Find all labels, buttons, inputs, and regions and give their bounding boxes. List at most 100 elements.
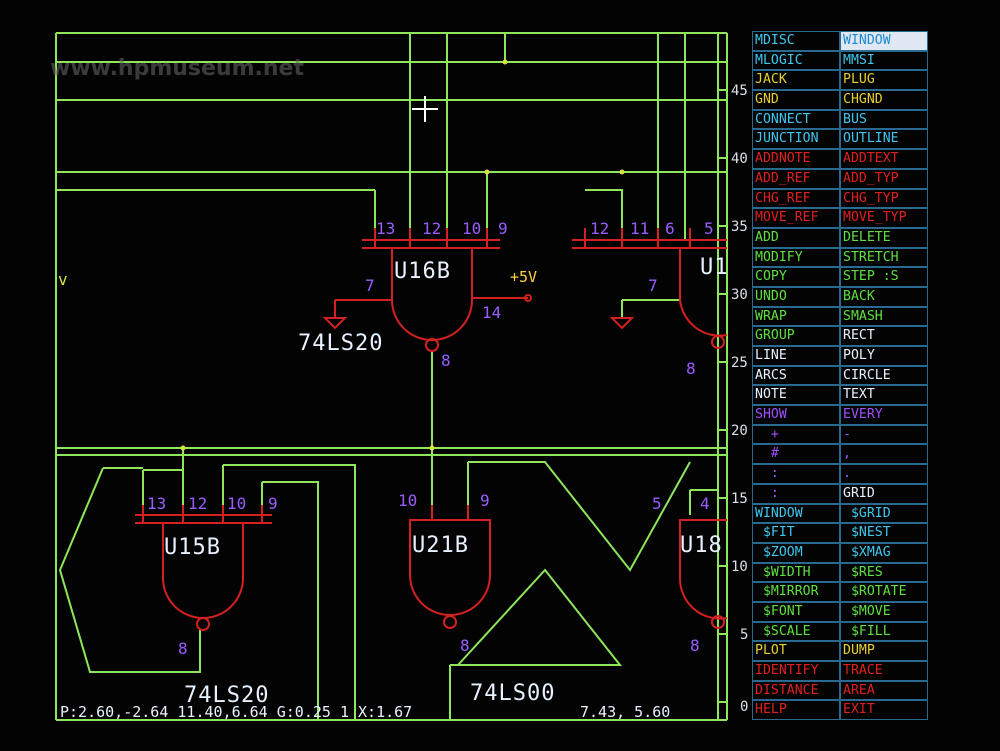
menu-item-junction[interactable]: JUNCTION — [752, 129, 840, 150]
menu-item-move[interactable]: $MOVE — [840, 601, 928, 622]
menu-item-grid[interactable]: GRID — [840, 483, 928, 504]
inversion-bubble — [196, 617, 210, 631]
menu-item-add-ref[interactable]: ADD_REF — [752, 168, 840, 189]
pin-number: 8 — [460, 636, 470, 655]
menu-item-symbol[interactable]: # — [752, 444, 840, 465]
ruler-label: 0 — [740, 699, 749, 715]
menu-item-identify[interactable]: IDENTIFY — [752, 661, 840, 681]
menu-item-grid[interactable]: $GRID — [840, 503, 928, 524]
part-label: 74LS00 — [470, 681, 556, 706]
menu-item-mirror[interactable]: $MIRROR — [752, 582, 840, 602]
ruler-ticks — [718, 89, 727, 703]
menu-item-back[interactable]: BACK — [840, 286, 928, 307]
menu-item-symbol[interactable]: . — [840, 464, 928, 484]
menu-item-symbol[interactable]: + — [752, 424, 840, 445]
menu-item-addtext[interactable]: ADDTEXT — [840, 149, 928, 169]
gate-pin — [431, 505, 469, 520]
menu-item-poly[interactable]: POLY — [840, 346, 928, 366]
menu-item-fit[interactable]: $FIT — [752, 523, 840, 543]
menu-item-distance[interactable]: DISTANCE — [752, 680, 840, 701]
menu-row: WINDOW $GRID — [752, 503, 928, 524]
menu-item-symbol[interactable]: : — [752, 464, 840, 484]
pin-number: 10 — [227, 494, 247, 513]
menu-item-outline[interactable]: OUTLINE — [840, 129, 928, 150]
menu-item-undo[interactable]: UNDO — [752, 286, 840, 307]
menu-item-arcs[interactable]: ARCS — [752, 365, 840, 386]
menu-item-circle[interactable]: CIRCLE — [840, 365, 928, 386]
menu-item-gnd[interactable]: GND — [752, 90, 840, 110]
menu-item-copy[interactable]: COPY — [752, 267, 840, 287]
menu-item-smash[interactable]: SMASH — [840, 306, 928, 327]
pin-number: 9 — [498, 219, 508, 238]
menu-item-symbol[interactable]: - — [840, 424, 928, 445]
menu-row: :GRID — [752, 483, 928, 504]
pin-number: 5 — [652, 494, 662, 513]
menu-item-rotate[interactable]: $ROTATE — [840, 582, 928, 602]
pin-number: 9 — [268, 494, 278, 513]
menu-item-addnote[interactable]: ADDNOTE — [752, 149, 840, 169]
menu-item-move-ref[interactable]: MOVE_REF — [752, 208, 840, 228]
menu-item-window[interactable]: WINDOW — [840, 31, 928, 51]
menu-item-res[interactable]: $RES — [840, 562, 928, 583]
menu-item-step-s[interactable]: STEP :S — [840, 267, 928, 287]
menu-item-plug[interactable]: PLUG — [840, 70, 928, 91]
gate-label: U18 — [680, 533, 723, 558]
menu-item-mlogic[interactable]: MLOGIC — [752, 50, 840, 71]
menu-item-width[interactable]: $WIDTH — [752, 562, 840, 583]
menu-item-every[interactable]: EVERY — [840, 405, 928, 425]
menu-item-nest[interactable]: $NEST — [840, 523, 928, 543]
pin-number: 12 — [422, 219, 442, 238]
menu-item-help[interactable]: HELP — [752, 700, 840, 721]
menu-item-stretch[interactable]: STRETCH — [840, 247, 928, 268]
menu-item-fill[interactable]: $FILL — [840, 621, 928, 642]
menu-item-plot[interactable]: PLOT — [752, 641, 840, 661]
gate-layer — [135, 228, 728, 631]
menu-item-scale[interactable]: $SCALE — [752, 621, 840, 642]
menu-item-add[interactable]: ADD — [752, 227, 840, 248]
menu-item-connect[interactable]: CONNECT — [752, 109, 840, 130]
menu-item-window[interactable]: WINDOW — [752, 503, 840, 524]
pin-number: 6 — [665, 219, 675, 238]
menu-item-wrap[interactable]: WRAP — [752, 306, 840, 327]
gate-pin — [584, 228, 691, 248]
pin-number: 8 — [441, 351, 451, 370]
menu-item-chg-ref[interactable]: CHG_REF — [752, 188, 840, 209]
menu-item-mmsi[interactable]: MMSI — [840, 50, 928, 71]
menu-item-note[interactable]: NOTE — [752, 385, 840, 406]
ruler-label: 15 — [731, 491, 748, 507]
menu-item-chgnd[interactable]: CHGND — [840, 90, 928, 110]
menu-item-zoom[interactable]: $ZOOM — [752, 542, 840, 563]
menu-item-modify[interactable]: MODIFY — [752, 247, 840, 268]
menu-item-chg-typ[interactable]: CHG_TYP — [840, 188, 928, 209]
menu-item-text[interactable]: TEXT — [840, 385, 928, 406]
menu-item-symbol[interactable]: : — [752, 483, 840, 504]
menu-item-rect[interactable]: RECT — [840, 326, 928, 346]
menu-item-xmag[interactable]: $XMAG — [840, 542, 928, 563]
menu-item-area[interactable]: AREA — [840, 680, 928, 701]
junction-dot — [429, 445, 435, 451]
menu-item-exit[interactable]: EXIT — [840, 700, 928, 721]
menu-item-bus[interactable]: BUS — [840, 109, 928, 130]
ruler-label: 30 — [731, 287, 748, 303]
menu-item-group[interactable]: GROUP — [752, 326, 840, 346]
menu-item-line[interactable]: LINE — [752, 346, 840, 366]
menu-item-dump[interactable]: DUMP — [840, 641, 928, 661]
menu-item-delete[interactable]: DELETE — [840, 227, 928, 248]
ruler-label: 10 — [731, 559, 748, 575]
pin-number: 7 — [648, 276, 658, 295]
menu-item-move-typ[interactable]: MOVE_TYP — [840, 208, 928, 228]
menu-item-add-typ[interactable]: ADD_TYP — [840, 168, 928, 189]
menu-item-show[interactable]: SHOW — [752, 405, 840, 425]
menu-item-symbol[interactable]: , — [840, 444, 928, 465]
menu-item-font[interactable]: $FONT — [752, 601, 840, 622]
net-wire — [689, 489, 718, 515]
menu-item-trace[interactable]: TRACE — [840, 661, 928, 681]
menu-item-jack[interactable]: JACK — [752, 70, 840, 91]
menu-item-mdisc[interactable]: MDISC — [752, 31, 840, 51]
